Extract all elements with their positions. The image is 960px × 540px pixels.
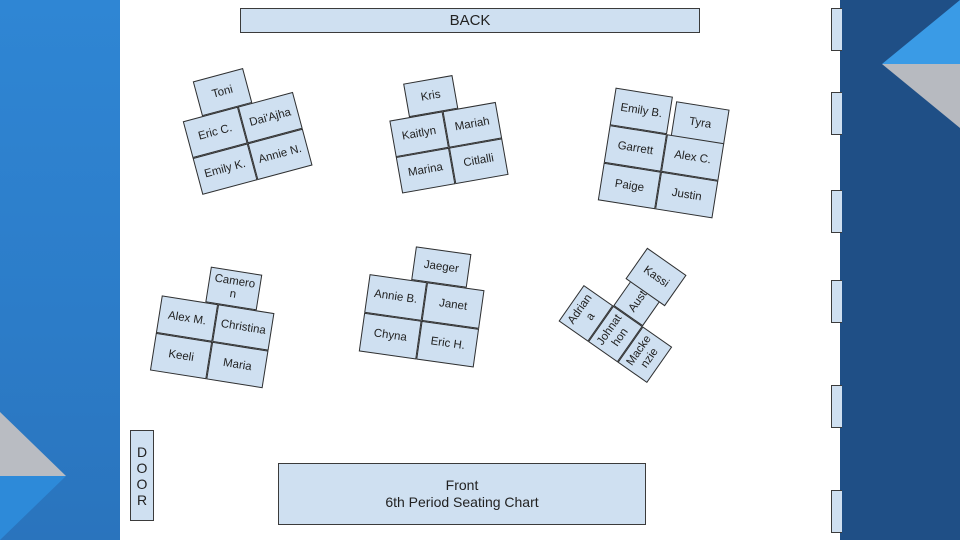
door-letter: O: [136, 459, 148, 476]
desk-seat[interactable]: Chyna: [358, 312, 422, 360]
back-wall-label: BACK: [240, 8, 700, 33]
front-label: Front: [445, 477, 479, 493]
door: D O O R: [130, 430, 154, 521]
door-letter: R: [136, 491, 148, 508]
door-letter: D: [136, 443, 148, 460]
window: [831, 385, 842, 428]
window: [831, 8, 842, 51]
desk-seat[interactable]: Eric H.: [416, 320, 480, 368]
chart-title: 6th Period Seating Chart: [385, 494, 539, 510]
window: [831, 490, 842, 533]
desk-group-5: Jaeger Annie B. Janet Chyna Eric H.: [358, 240, 489, 368]
front-board: Front 6th Period Seating Chart: [278, 463, 646, 525]
window: [831, 280, 842, 323]
window: [831, 190, 842, 233]
desk-group-4: Cameron Alex M. Christina Keeli Maria: [149, 260, 280, 389]
door-letter: O: [136, 475, 148, 492]
window: [831, 92, 842, 135]
desk-group-2: Kris Kaitlyn Mariah Marina Citlalli: [383, 68, 509, 194]
desk-group-3: Emily B. Tyra Garrett Alex C. Paige Just…: [597, 87, 730, 219]
